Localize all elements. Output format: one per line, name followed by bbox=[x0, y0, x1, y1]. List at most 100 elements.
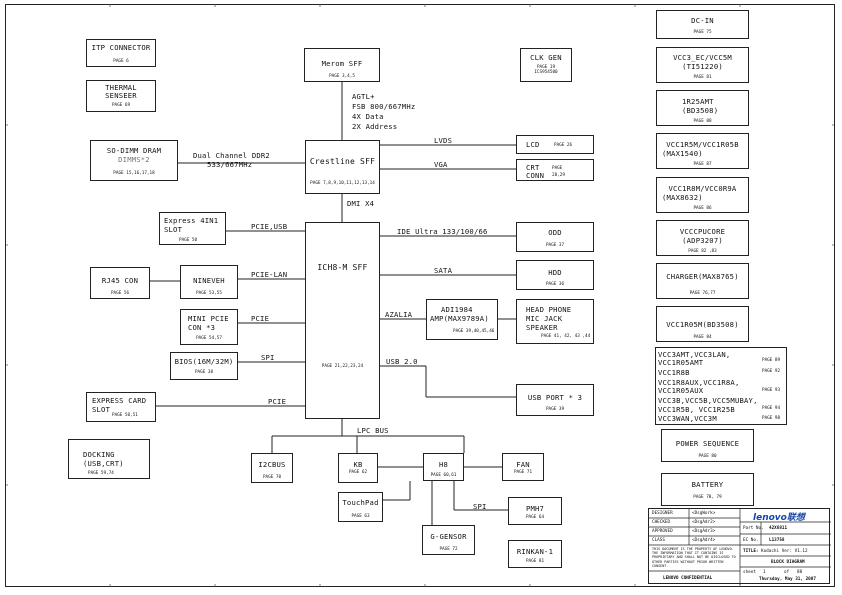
1r25amt-block: 1R25AMT (BD3508) PAGE 88 bbox=[656, 90, 749, 126]
tb-checked-value: <DsgAdr2> bbox=[692, 520, 716, 525]
tb-approved-value: <DsgAdr3> bbox=[692, 529, 716, 534]
itp-connector-block: ITP CONNECTOR PAGE 6 bbox=[86, 39, 156, 67]
crt-label-2: CONN bbox=[526, 171, 545, 180]
spi-bios-bus-label: SPI bbox=[261, 353, 275, 362]
vga-bus-label: VGA bbox=[434, 160, 448, 169]
charger-label: CHARGER(MAX8765) bbox=[666, 272, 739, 281]
bios-flash-label: BIOS(16M/32M) bbox=[174, 357, 234, 366]
fsb-address-label: 2X Address bbox=[352, 122, 398, 131]
battery-label: BATTERY bbox=[691, 480, 724, 489]
rinkan-label: RINKAN-1 bbox=[516, 547, 554, 556]
vcccpucore-label-1: VCCCPUCORE bbox=[679, 227, 726, 236]
vcc1r8m-label-2: (MAX8632) bbox=[662, 193, 703, 202]
title-block: DESIGNER <DsgWork> CHECKED <DsgAdr2> APP… bbox=[648, 508, 831, 585]
ich8m-southbridge-block: ICH8-M SFF PAGE 21,22,23,24 bbox=[305, 222, 380, 419]
merom-cpu-page: PAGE 3,4,5 bbox=[329, 74, 355, 79]
lcd-block: LCD PAGE 26 bbox=[516, 135, 594, 154]
adi1984-label-1: ADI1984 bbox=[441, 305, 473, 314]
docking-label-2: (USB,CRT) bbox=[83, 459, 124, 468]
rail-4-label-2: VCC1R5B, VCC1R25B bbox=[658, 405, 735, 414]
crestline-gmch-block: Crestline SFF PAGE 7,8,9,10,11,12,13,14 bbox=[305, 140, 380, 194]
merom-cpu-label: Merom SFF bbox=[321, 59, 363, 68]
vcc1r8m-page: PAGE 86 bbox=[693, 206, 712, 211]
nineveh-lan-block: NINEVEH PAGE 53,55 bbox=[180, 265, 238, 299]
h8-ec-label: H8 bbox=[438, 460, 449, 469]
odd-page: PAGE 37 bbox=[545, 243, 565, 248]
fan-block: FAN PAGE 71 bbox=[502, 453, 544, 481]
adi1984-page: PAGE 39,40,45,46 bbox=[453, 329, 495, 334]
adi1984-codec-block: ADI1984 AMP(MAX9789A) PAGE 39,40,45,46 bbox=[426, 299, 498, 340]
rail-5-label-1: VCC3WAN,VCC3M bbox=[658, 414, 717, 423]
vcc1r05m-block: VCC1R05M(BD3508) PAGE 84 bbox=[656, 306, 749, 342]
pcie-usb-bus-label: PCIE,USB bbox=[251, 222, 288, 231]
fan-page: PAGE 71 bbox=[513, 470, 533, 475]
fan-label: FAN bbox=[516, 460, 530, 469]
g-sensor-label: G-GENSOR bbox=[430, 532, 467, 541]
clock-generator-part: ICS954500 bbox=[534, 70, 558, 75]
rinkan-page: PAGE 81 bbox=[525, 559, 545, 564]
pmh7-block: PMH7 PAGE 64 bbox=[508, 497, 562, 525]
mini-pcie-connector-block: MINI PCIE CON *3 PAGE 54,57 bbox=[180, 309, 238, 345]
vcc1r8m-label-1: VCC1R8M/VCC0R9A bbox=[668, 184, 737, 193]
keyboard-label: KB bbox=[353, 460, 363, 469]
usb-port-page: PAGE 39 bbox=[545, 407, 565, 412]
clock-generator-label: CLK GEN bbox=[530, 53, 562, 62]
keyboard-page: PAGE 62 bbox=[348, 470, 368, 475]
battery-page: PAGE 78, 79 bbox=[693, 495, 722, 500]
tb-part-no: 42X6811 bbox=[769, 526, 788, 531]
hdd-block: HDD PAGE 36 bbox=[516, 260, 594, 290]
tb-date: Thursday, May 31, 2007 bbox=[759, 577, 816, 582]
bios-flash-block: BIOS(16M/32M) PAGE 38 bbox=[170, 352, 238, 380]
odd-block: ODD PAGE 37 bbox=[516, 222, 594, 252]
vcc3-ec-label-1: VCC3_EC/VCC5M bbox=[673, 53, 732, 62]
dc-in-page: PAGE 75 bbox=[693, 30, 712, 35]
h8-ec-block: H8 PAGE 60,61 bbox=[423, 453, 464, 481]
ddr-speed-label: 533/667MHz bbox=[207, 160, 253, 169]
mini-pcie-page: PAGE 54,57 bbox=[196, 336, 222, 341]
vcccpucore-label-2: (ADP3207) bbox=[682, 236, 723, 245]
tb-class-value: <DsgAdr4> bbox=[692, 538, 716, 543]
ich8m-southbridge-label: ICH8-M SFF bbox=[317, 263, 368, 272]
tb-title: Kodachi Ver: V1.12 bbox=[761, 549, 808, 554]
g-sensor-page: PAGE 72 bbox=[439, 547, 458, 552]
express-card-page: PAGE 50,51 bbox=[112, 413, 138, 418]
rail-4-page: PAGE 94 bbox=[762, 406, 781, 411]
vcc3-ec-label-2: (TI51220) bbox=[682, 62, 723, 71]
lcd-label: LCD bbox=[526, 140, 540, 149]
power-rails-block: VCC3AMT,VCC3LAN, VCC1R05AMT PAGE 89 VCC1… bbox=[655, 347, 787, 425]
pmh7-page: PAGE 64 bbox=[525, 515, 545, 520]
drawing-frame bbox=[5, 4, 835, 587]
docking-block: DOCKING (USB,CRT) PAGE 59,74 bbox=[68, 439, 150, 479]
rj45-connector-label: RJ45 CON bbox=[101, 276, 139, 285]
vcc1r05m-page: PAGE 84 bbox=[693, 335, 712, 340]
itp-connector-label: ITP CONNECTOR bbox=[91, 43, 151, 52]
crt-page-2: 28,29 bbox=[552, 173, 565, 178]
express-4in1-page: PAGE 50 bbox=[179, 238, 198, 243]
speaker-label: SPEAKER bbox=[526, 323, 558, 332]
pcie-expresscard-bus-label: PCIE bbox=[268, 397, 287, 406]
i2cbus-label: I2CBUS bbox=[258, 460, 286, 469]
usb20-bus-label: USB 2.0 bbox=[386, 357, 418, 366]
pmh7-label: PMH7 bbox=[525, 504, 545, 513]
rinkan-block: RINKAN-1 PAGE 81 bbox=[508, 540, 562, 568]
crt-connector-block: CRT CONN PAGE 28,29 bbox=[516, 159, 594, 181]
battery-block: BATTERY PAGE 78, 79 bbox=[661, 473, 754, 506]
pcie-minicard-bus-label: PCIE bbox=[251, 314, 270, 323]
tb-notice: THIS DOCUMENT IS THE PROPERTY OF LENOVO.… bbox=[652, 547, 736, 568]
rail-4-label-1: VCC3B,VCC5B,VCC5MUBAY, bbox=[658, 396, 758, 405]
hdd-label: HDD bbox=[548, 268, 562, 277]
vcc1r5m-label-1: VCC1R5M/VCC1R05B bbox=[666, 140, 739, 149]
power-sequence-block: POWER SEQUENCE PAGE 80 bbox=[661, 429, 754, 462]
tb-of-number: 88 bbox=[797, 570, 803, 575]
dmi-bus-label: DMI X4 bbox=[347, 199, 375, 208]
rail-1-label-2: VCC1R05AMT bbox=[658, 358, 704, 367]
merom-cpu-block: Merom SFF PAGE 3,4,5 bbox=[304, 48, 380, 82]
tb-checked-label: CHECKED bbox=[652, 520, 671, 525]
rail-2-page: PAGE 92 bbox=[762, 369, 781, 374]
rail-3-label-1: VCC1R8AUX,VCC1R8A, bbox=[658, 378, 740, 387]
tb-designer-value: <DsgWork> bbox=[692, 511, 716, 516]
rail-3-page: PAGE 93 bbox=[762, 388, 781, 393]
express-card-label-2: SLOT bbox=[92, 405, 111, 414]
headphone-label: HEAD PHONE bbox=[526, 305, 572, 314]
crt-page-1: PAGE bbox=[552, 166, 563, 171]
